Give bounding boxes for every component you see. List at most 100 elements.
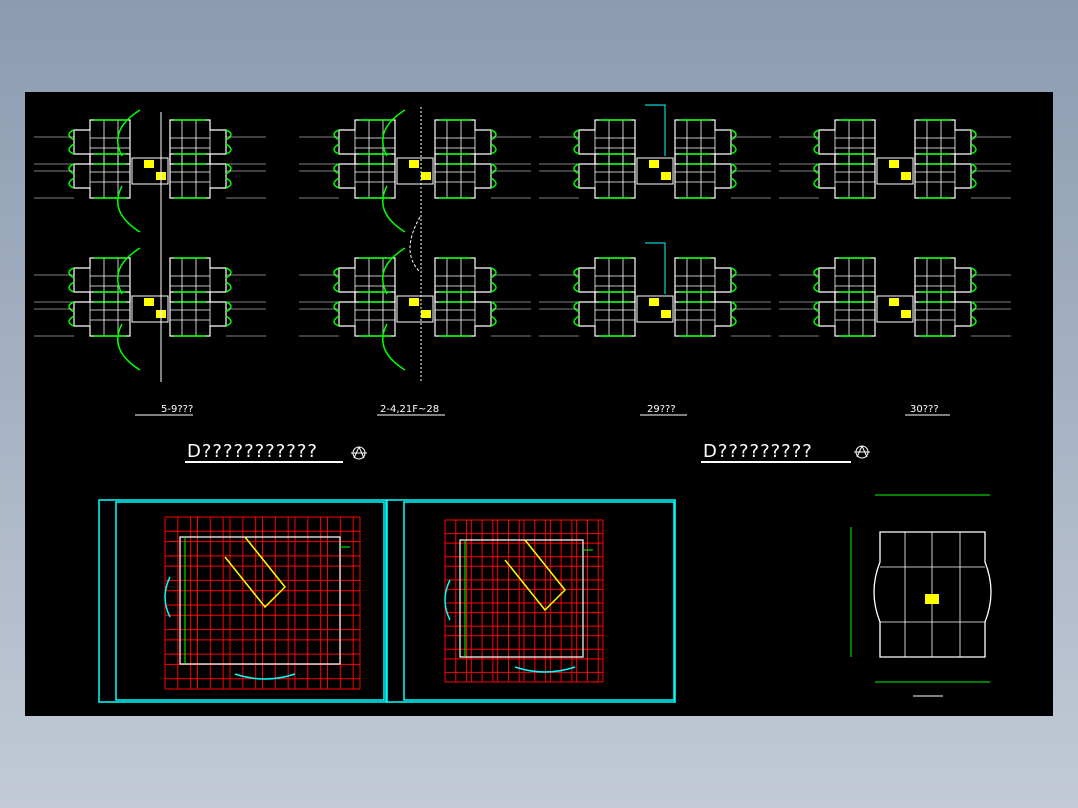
balcony-line xyxy=(333,257,391,303)
room-partitions xyxy=(594,154,635,198)
balcony-line xyxy=(68,153,126,199)
detailed-plan-left xyxy=(164,516,361,690)
wing-wall xyxy=(818,257,876,303)
balcony-line xyxy=(679,291,737,337)
apartment-wing xyxy=(299,119,396,165)
room-partitions xyxy=(170,120,211,164)
room-partitions xyxy=(675,292,716,336)
cad-model-space[interactable]: 5-9??? 2-4,21F~28 29??? 30??? D?????????… xyxy=(25,92,1053,716)
wing-wall xyxy=(914,153,972,199)
elevator-shaft xyxy=(409,298,419,306)
apartment-wing xyxy=(434,291,531,337)
balcony-line xyxy=(439,257,497,303)
balcony-line xyxy=(679,153,737,199)
apartment-wing xyxy=(169,153,266,199)
elevator-shaft xyxy=(661,172,671,180)
apartment-wing xyxy=(539,119,636,165)
balcony-line xyxy=(68,291,126,337)
apartment-wing xyxy=(34,257,131,303)
wing-wall xyxy=(674,291,732,337)
stair-core xyxy=(396,295,434,323)
room-partitions xyxy=(834,292,875,336)
wing-wall xyxy=(73,291,131,337)
elevator-shaft xyxy=(889,298,899,306)
small-plan-outline xyxy=(873,531,992,658)
section-heading-left: D??????????? xyxy=(187,441,318,462)
elevator-shaft xyxy=(649,160,659,168)
small-plan-partitions xyxy=(880,532,985,657)
cad-drawing[interactable]: 5-9??? 2-4,21F~28 29??? 30??? D?????????… xyxy=(25,92,1053,716)
stair-core xyxy=(131,157,169,185)
room-partitions xyxy=(354,292,395,336)
room-partitions xyxy=(170,292,211,336)
wing-wall xyxy=(434,257,492,303)
apartment-wing xyxy=(34,291,131,337)
elevator-shaft xyxy=(661,310,671,318)
elevator-shaft xyxy=(901,310,911,318)
balcony-line xyxy=(573,119,631,165)
wing-wall xyxy=(914,257,972,303)
curved-facade xyxy=(382,185,406,233)
apartment-wing xyxy=(914,291,1011,337)
wing-wall xyxy=(578,257,636,303)
balcony-line xyxy=(679,257,737,303)
dimension-line xyxy=(464,540,593,657)
balcony-line xyxy=(68,257,126,303)
wing-wall xyxy=(818,153,876,199)
wing-wall xyxy=(73,153,131,199)
curved-balcony xyxy=(234,673,296,680)
curved-facade xyxy=(382,109,406,157)
balcony-line xyxy=(919,153,977,199)
room-partitions xyxy=(435,258,476,302)
elevator-shaft xyxy=(409,160,419,168)
diagonal-core xyxy=(224,536,287,609)
apartment-wing xyxy=(169,257,266,303)
wing-wall xyxy=(169,153,227,199)
detailed-plan-middle xyxy=(444,519,604,683)
room-partitions xyxy=(915,258,956,302)
room-partitions xyxy=(915,154,956,198)
apartment-wing xyxy=(539,257,636,303)
balcony-line xyxy=(333,153,391,199)
room-partitions xyxy=(594,120,635,164)
room-partitions xyxy=(89,292,130,336)
apartment-wing xyxy=(299,291,396,337)
balcony-line xyxy=(813,119,871,165)
balcony-line xyxy=(919,257,977,303)
apartment-wing xyxy=(299,257,396,303)
apartment-wing xyxy=(434,153,531,199)
curved-balcony xyxy=(514,666,576,673)
apartment-wing xyxy=(914,119,1011,165)
frame-plan-middle-inner xyxy=(403,501,675,701)
wing-wall xyxy=(914,291,972,337)
room-partitions xyxy=(89,120,130,164)
room-partitions xyxy=(170,258,211,302)
apartment-wing xyxy=(169,119,266,165)
stair-core xyxy=(396,157,434,185)
room-partitions xyxy=(435,120,476,164)
wing-wall xyxy=(169,257,227,303)
caption-plan-4: 30??? xyxy=(910,404,939,415)
room-partitions xyxy=(354,258,395,302)
building-outline xyxy=(179,536,341,665)
elevator-shaft xyxy=(649,298,659,306)
balcony-line xyxy=(573,291,631,337)
apartment-wing xyxy=(674,291,771,337)
balcony-line xyxy=(439,291,497,337)
wing-wall xyxy=(578,119,636,165)
apartment-wing xyxy=(914,153,1011,199)
balcony-line xyxy=(573,153,631,199)
room-partitions xyxy=(915,120,956,164)
balcony-line xyxy=(333,291,391,337)
wing-wall xyxy=(818,291,876,337)
elevator-shaft xyxy=(421,310,431,318)
balcony-line xyxy=(333,119,391,165)
cyan-outline xyxy=(645,104,666,156)
curved-facade xyxy=(382,247,406,295)
dashed-link xyxy=(409,216,421,273)
typical-floor-plan-small xyxy=(850,494,992,697)
wing-wall xyxy=(578,291,636,337)
apartment-wing xyxy=(34,119,131,165)
wing-wall xyxy=(338,291,396,337)
balcony-line xyxy=(174,291,232,337)
